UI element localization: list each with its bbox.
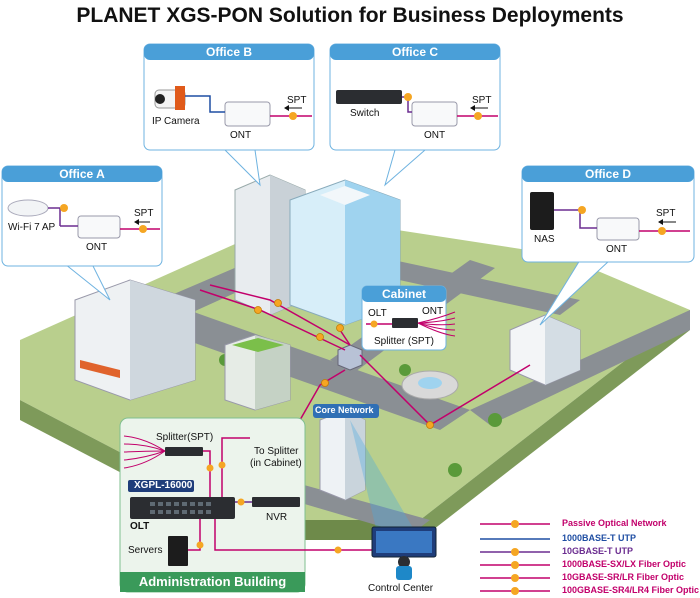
legend-item-10gbase-sr: 10GBASE-SR/LR Fiber Optic (562, 572, 685, 582)
admin-title: Administration Building (138, 574, 287, 589)
office-d-spt-label: SPT (656, 208, 676, 219)
office-c-ont-label: ONT (424, 130, 446, 141)
office-b-spt-label: SPT (287, 95, 307, 106)
legend-item-pon: Passive Optical Network (562, 518, 667, 528)
admin-to-splitter-label: To Splitter (254, 446, 299, 457)
office-a-spt-label: SPT (134, 208, 154, 219)
office-d-device-label: NAS (534, 234, 555, 245)
office-b-title: Office B (205, 45, 252, 59)
legend-item-1000base-sx: 1000BASE-SX/LX Fiber Optic (562, 559, 687, 569)
admin-in-cabinet-label: (in Cabinet) (250, 458, 302, 469)
office-a-device-label: Wi-Fi 7 AP (8, 222, 56, 233)
page-title: PLANET XGS-PON Solution for Business Dep… (76, 4, 624, 27)
admin-olt-label: OLT (130, 521, 150, 532)
legend-item-10gbase-t: 10GBASE-T UTP (562, 546, 634, 556)
office-d-title: Office D (584, 167, 631, 181)
core-network-label: Core Network (315, 405, 374, 415)
admin-nvr-label: NVR (266, 512, 288, 523)
office-b-ont-label: ONT (230, 130, 252, 141)
legend-item-100gbase-sr4: 100GBASE-SR4/LR4 Fiber Optic (562, 585, 700, 595)
office-d-ont-label: ONT (606, 244, 628, 255)
legend-swatches (480, 520, 550, 595)
office-b-device-label: IP Camera (152, 116, 200, 127)
office-a-ont-label: ONT (86, 242, 108, 253)
admin-splitter-label: Splitter(SPT) (156, 432, 214, 443)
cabinet-ont-label: ONT (422, 306, 444, 317)
core-network-label-box (313, 404, 379, 418)
office-c-title: Office C (391, 45, 438, 59)
office-a-title: Office A (59, 167, 105, 181)
admin-model-badge: XGPL-16000 (134, 480, 193, 491)
admin-servers-label: Servers (128, 545, 163, 556)
office-c-spt-label: SPT (472, 95, 492, 106)
cabinet-splitter-label: Splitter (SPT) (374, 336, 435, 347)
control-center-label: Control Center (368, 583, 434, 594)
cabinet-olt-label: OLT (368, 308, 387, 319)
office-c-device-label: Switch (350, 108, 380, 119)
cabinet-title: Cabinet (381, 287, 426, 301)
legend-item-1000base-t: 1000BASE-T UTP (562, 533, 637, 543)
